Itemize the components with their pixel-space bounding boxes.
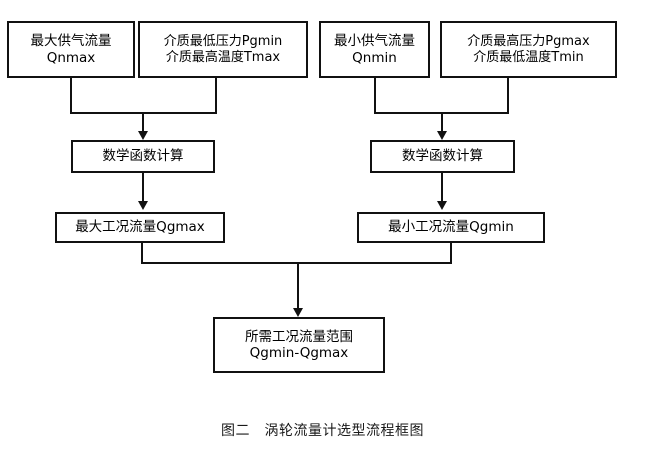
arrowhead-working-flow-max bbox=[138, 201, 148, 210]
node-required-flow-range-line2: Qgmin-Qgmax bbox=[249, 345, 349, 361]
connector-merge-right-to-math-right bbox=[441, 112, 443, 134]
node-max-pressure-min-temp-line2: 介质最低温度Tmin bbox=[473, 49, 584, 65]
node-max-pressure-min-temp: 介质最高压力Pgmax 介质最低温度Tmin bbox=[440, 21, 617, 78]
node-min-supply-flow-line1: 最小供气流量 bbox=[334, 33, 415, 50]
connector-min-pressure-max-temp-drop bbox=[215, 78, 217, 114]
connector-max-supply-flow-drop bbox=[70, 78, 72, 114]
node-working-flow-max: 最大工况流量Qgmax bbox=[55, 212, 225, 243]
connector-merge-bottom-bar bbox=[141, 262, 452, 264]
node-working-flow-min-label: 最小工况流量Qgmin bbox=[388, 219, 514, 236]
arrowhead-math-calc-right bbox=[437, 131, 447, 140]
connector-max-pressure-min-temp-drop bbox=[507, 78, 509, 114]
connector-min-supply-flow-drop bbox=[374, 78, 376, 114]
connector-merge-left-to-math-left bbox=[142, 112, 144, 134]
node-max-pressure-min-temp-line1: 介质最高压力Pgmax bbox=[467, 33, 590, 49]
connector-math-right-to-flow-min bbox=[441, 173, 443, 203]
connector-flow-max-drop bbox=[141, 243, 143, 264]
connector-merge-bottom-to-required-range bbox=[297, 262, 299, 310]
node-min-supply-flow: 最小供气流量 Qnmin bbox=[319, 21, 430, 78]
node-math-calc-right-label: 数学函数计算 bbox=[402, 148, 483, 165]
connector-flow-min-drop bbox=[450, 243, 452, 264]
node-required-flow-range-line1: 所需工况流量范围 bbox=[245, 328, 353, 345]
node-working-flow-min: 最小工况流量Qgmin bbox=[357, 212, 545, 243]
node-working-flow-max-label: 最大工况流量Qgmax bbox=[75, 219, 205, 236]
node-max-supply-flow-line2: Qnmax bbox=[46, 49, 96, 66]
node-math-calc-right: 数学函数计算 bbox=[370, 140, 515, 173]
figure-caption: 图二 涡轮流量计选型流程框图 bbox=[221, 423, 424, 439]
node-max-supply-flow: 最大供气流量 Qnmax bbox=[7, 21, 135, 78]
node-min-pressure-max-temp-line2: 介质最高温度Tmax bbox=[165, 49, 281, 65]
connector-math-left-to-flow-max bbox=[142, 173, 144, 203]
arrowhead-math-calc-left bbox=[138, 131, 148, 140]
node-required-flow-range: 所需工况流量范围 Qgmin-Qgmax bbox=[213, 317, 385, 373]
node-min-pressure-max-temp-line1: 介质最低压力Pgmin bbox=[163, 33, 283, 49]
node-max-supply-flow-line1: 最大供气流量 bbox=[30, 33, 112, 50]
node-min-pressure-max-temp: 介质最低压力Pgmin 介质最高温度Tmax bbox=[138, 21, 308, 78]
node-math-calc-left: 数学函数计算 bbox=[71, 140, 215, 173]
node-math-calc-left-label: 数学函数计算 bbox=[102, 148, 184, 165]
arrowhead-required-flow-range bbox=[293, 308, 303, 317]
arrowhead-working-flow-min bbox=[437, 201, 447, 210]
node-min-supply-flow-line2: Qnmin bbox=[352, 49, 397, 66]
